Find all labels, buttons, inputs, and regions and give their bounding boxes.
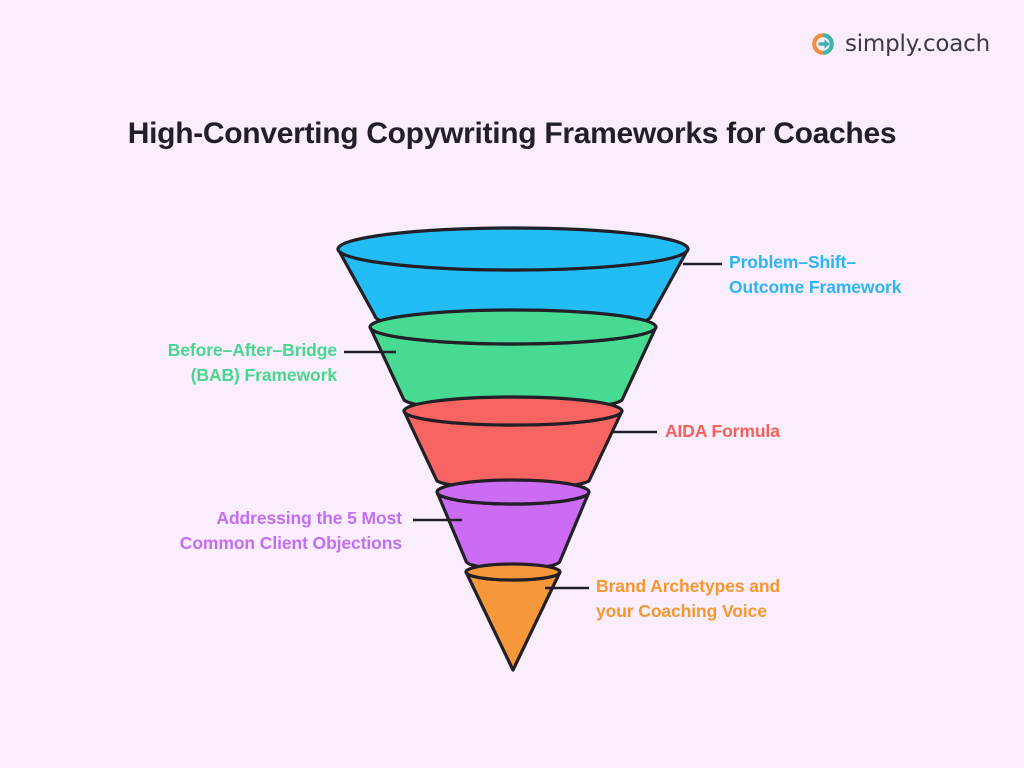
simply-coach-circle-arrow-logo-icon <box>810 31 836 57</box>
funnel-label-stage-3: AIDA Formula <box>665 421 780 441</box>
funnel-stage-3 <box>402 395 624 491</box>
funnel-label-stage-5: Brand Archetypes and your Coaching Voice <box>596 576 781 621</box>
brand-logo: simply.coach <box>810 31 990 57</box>
funnel-label-stage-4: Addressing the 5 Most Common Client Obje… <box>179 508 402 553</box>
funnel-stage-4 <box>435 478 591 571</box>
funnel-stage-5 <box>464 562 562 672</box>
brand-name: simply.coach <box>844 31 990 57</box>
funnel-stage-2 <box>368 308 658 413</box>
funnel-label-stage-1: Problem–Shift– Outcome Framework <box>729 252 902 297</box>
page-title: High-Converting Copywriting Frameworks f… <box>127 117 897 151</box>
funnel-label-stage-2: Before–After–Bridge (BAB) Framework <box>167 340 337 385</box>
